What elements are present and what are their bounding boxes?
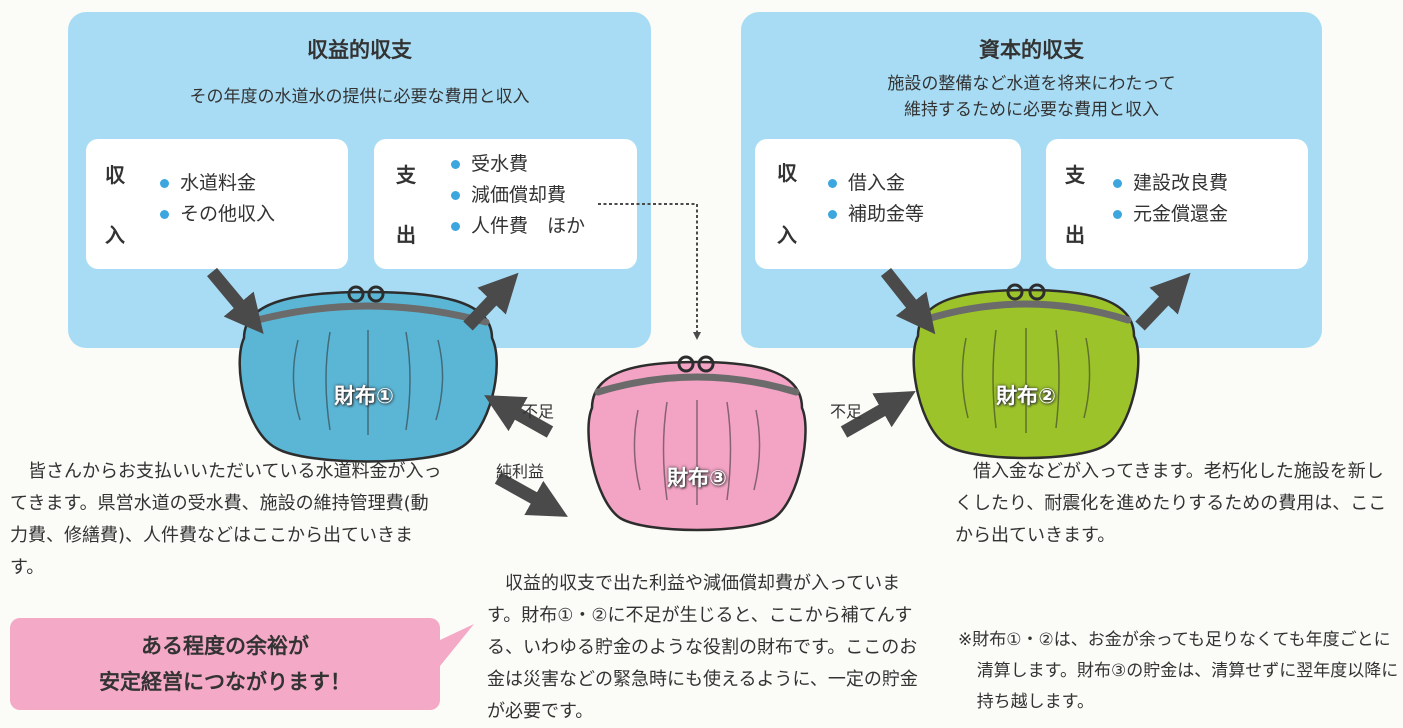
arrow-shortage-to-wallet2	[840, 390, 916, 438]
list-item: 人件費 ほか	[451, 211, 585, 242]
card-head-bottom: 出	[396, 223, 416, 247]
wallet-1-icon	[238, 285, 498, 463]
arrow-depreciation-to-wallet3	[598, 203, 701, 340]
wallet-3-icon	[587, 355, 807, 532]
card-head-bottom: 入	[777, 223, 797, 247]
income-card: 収 入 借入金 補助金等	[755, 139, 1021, 269]
callout-box: ある程度の余裕が 安定経営につながります！	[10, 618, 440, 710]
shortage-label-left: 不足	[522, 402, 555, 421]
arrow-income-to-wallet1	[207, 267, 264, 334]
panel-description-line2: 維持するために必要な費用と収入	[904, 100, 1159, 120]
arrow-shortage-to-wallet1	[484, 395, 554, 438]
list-item: 借入金	[828, 168, 924, 199]
net-profit-label: 純利益	[496, 462, 545, 481]
income-list: 水道料金 その他収入	[160, 168, 275, 230]
arrow-net-profit-to-wallet3	[494, 472, 568, 517]
wallet-3-description: 収益的収支で出た利益や減価償却費が入っています。財布①・②に不足が生じると、ここ…	[487, 573, 918, 722]
wallet-2-description: 借入金などが入ってきます。老朽化した施設を新しくしたり、耐震化を進めたりするため…	[955, 461, 1387, 546]
card-head-top: 支	[1065, 163, 1085, 187]
callout-tail	[440, 624, 474, 666]
arrow-wallet2-to-expense	[1135, 272, 1191, 331]
list-item: 受水費	[451, 149, 585, 180]
wallet-2-label: 財布②	[996, 384, 1056, 408]
panel-description: その年度の水道水の提供に必要な費用と収入	[189, 87, 530, 107]
callout-line-1: ある程度の余裕が	[141, 634, 309, 658]
arrow-wallet1-to-expense	[463, 272, 519, 331]
card-head-top: 支	[396, 163, 416, 187]
income-list: 借入金 補助金等	[828, 168, 924, 230]
list-item: その他収入	[160, 199, 275, 230]
panel-title: 資本的収支	[979, 38, 1084, 62]
list-item: 元金償還金	[1113, 199, 1228, 230]
expense-list: 受水費 減価償却費 人件費 ほか	[451, 149, 585, 242]
panel-description-line1: 施設の整備など水道を将来にわたって	[887, 74, 1176, 94]
arrow-income-to-wallet2	[880, 267, 936, 335]
wallet-3-label: 財布③	[667, 466, 727, 490]
list-item: 水道料金	[160, 168, 275, 199]
panel-title: 収益的収支	[307, 38, 412, 62]
shortage-label-right: 不足	[830, 402, 863, 421]
list-item: 建設改良費	[1113, 168, 1228, 199]
list-item: 補助金等	[828, 199, 924, 230]
card-head-top: 収	[777, 161, 797, 185]
expense-list: 建設改良費 元金償還金	[1113, 168, 1228, 230]
income-card: 収 入 水道料金 その他収入	[86, 139, 348, 269]
expense-card: 支 出 受水費 減価償却費 人件費 ほか	[374, 139, 637, 269]
callout-line-2: 安定経営につながります！	[99, 670, 351, 694]
footnote: ※財布①・②は、お金が余っても足りなくても年度ごとに清算します。財布③の貯金は、…	[958, 630, 1399, 712]
card-head-bottom: 出	[1065, 223, 1085, 247]
wallet-2-icon	[912, 283, 1140, 460]
list-item: 減価償却費	[451, 180, 585, 211]
wallet-1-label: 財布①	[334, 384, 394, 408]
expense-card: 支 出 建設改良費 元金償還金	[1046, 139, 1308, 269]
card-head-top: 収	[105, 163, 125, 187]
card-head-bottom: 入	[105, 223, 125, 247]
wallet-1-description: 皆さんからお支払いいただいている水道料金が入ってきます。県営水道の受水費、施設の…	[10, 461, 442, 578]
